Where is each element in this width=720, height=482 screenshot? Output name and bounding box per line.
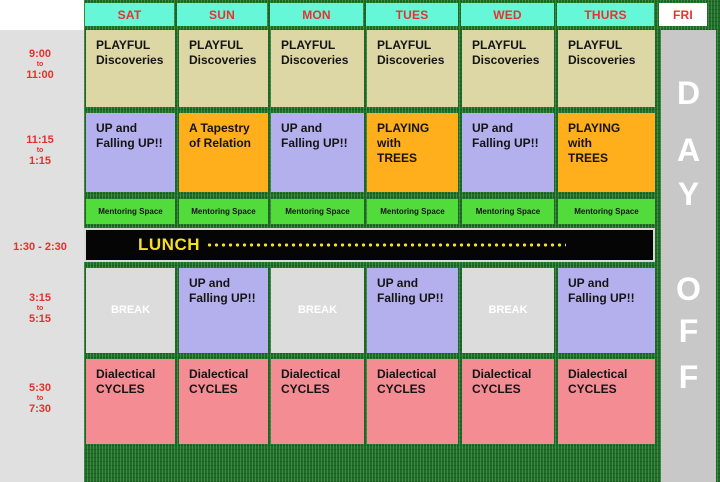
header-tues: TUES: [366, 3, 458, 26]
mentoring-cell-mon: Mentoring Space: [271, 199, 364, 224]
day-off-letter: Y: [677, 176, 700, 212]
morning-cell-sat: PLAYFUL Discoveries: [86, 30, 175, 107]
morning-cell-sun: PLAYFUL Discoveries: [179, 30, 268, 107]
header-sun: SUN: [177, 3, 267, 26]
evening-cell-tues: Dialectical CYCLES: [367, 359, 458, 444]
lunch-label: LUNCH: [138, 235, 200, 254]
header-sat: SAT: [85, 3, 174, 26]
afternoon-cell-wed: BREAK: [462, 268, 554, 353]
morning-cell-tues: PLAYFUL Discoveries: [367, 30, 458, 107]
lunch-bar: LUNCH: [84, 228, 655, 262]
midday-cell-tues: PLAYING with TREES: [367, 113, 458, 192]
midday-cell-thurs: PLAYING with TREES: [558, 113, 655, 192]
day-off-letter: A: [676, 132, 701, 168]
day-off-column: D A Y O F F: [661, 30, 716, 482]
mentoring-cell-wed: Mentoring Space: [462, 199, 554, 224]
mentoring-cell-sat: Mentoring Space: [86, 199, 175, 224]
day-off-letter: O: [676, 271, 701, 307]
evening-cell-wed: Dialectical CYCLES: [462, 359, 554, 444]
evening-cell-sat: Dialectical CYCLES: [86, 359, 175, 444]
midday-cell-sun: A Tapestry of Relation: [179, 113, 268, 192]
morning-cell-thurs: PLAYFUL Discoveries: [558, 30, 655, 107]
time-slot-5: 5:30 to 7:30: [28, 382, 52, 415]
header-thurs: THURS: [557, 3, 654, 26]
midday-cell-wed: UP and Falling UP!!: [462, 113, 554, 192]
header-fri: FRI: [659, 3, 707, 26]
time-slot-2: 11:15 to 1:15: [26, 134, 54, 167]
lunch-dotted-line: [206, 243, 566, 247]
midday-cell-sat: UP and Falling UP!!: [86, 113, 175, 192]
afternoon-cell-tues: UP and Falling UP!!: [367, 268, 458, 353]
day-off-letter: F: [678, 359, 699, 395]
afternoon-cell-sat: BREAK: [86, 268, 175, 353]
mentoring-cell-thurs: Mentoring Space: [558, 199, 655, 224]
morning-cell-wed: PLAYFUL Discoveries: [462, 30, 554, 107]
day-off-letter: D: [676, 75, 701, 111]
mentoring-cell-sun: Mentoring Space: [179, 199, 268, 224]
evening-cell-mon: Dialectical CYCLES: [271, 359, 364, 444]
midday-cell-mon: UP and Falling UP!!: [271, 113, 364, 192]
afternoon-cell-sun: UP and Falling UP!!: [179, 268, 268, 353]
evening-cell-sun: Dialectical CYCLES: [179, 359, 268, 444]
header-mon: MON: [270, 3, 363, 26]
time-slot-1: 9:00 to 11:00: [26, 48, 54, 81]
time-column: [0, 0, 84, 482]
time-slot-3: 1:30 - 2:30: [13, 241, 67, 253]
afternoon-cell-thurs: UP and Falling UP!!: [558, 268, 655, 353]
afternoon-cell-mon: BREAK: [271, 268, 364, 353]
header-wed: WED: [461, 3, 554, 26]
evening-cell-thurs: Dialectical CYCLES: [558, 359, 655, 444]
time-column-header: [0, 0, 84, 30]
mentoring-cell-tues: Mentoring Space: [367, 199, 458, 224]
day-off-letter: F: [678, 313, 699, 349]
morning-cell-mon: PLAYFUL Discoveries: [271, 30, 364, 107]
time-slot-4: 3:15 to 5:15: [28, 292, 52, 325]
